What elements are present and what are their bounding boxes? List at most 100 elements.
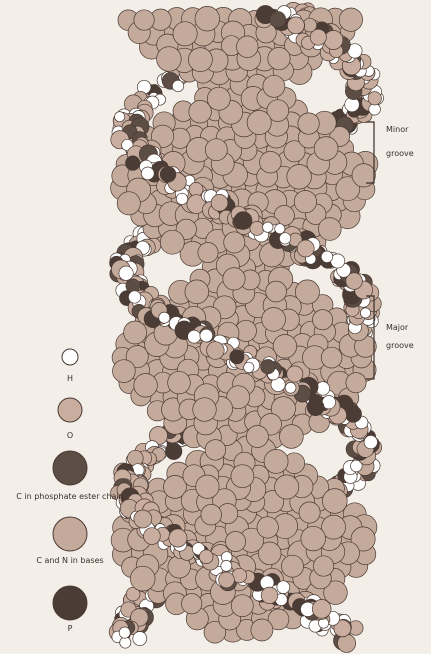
atom — [129, 565, 156, 592]
atom — [259, 151, 282, 174]
atom — [118, 265, 134, 281]
atom — [141, 166, 155, 181]
atom — [125, 345, 149, 369]
atom — [284, 382, 297, 394]
atom — [222, 267, 246, 291]
atom — [143, 527, 161, 545]
legend-h-circle — [61, 348, 79, 366]
atom — [279, 232, 292, 245]
atom — [226, 385, 251, 410]
atom — [223, 231, 246, 254]
atom — [168, 528, 188, 548]
atom — [281, 554, 304, 578]
atom — [123, 320, 147, 345]
atom — [198, 549, 214, 564]
atom — [197, 242, 219, 264]
atom — [165, 442, 183, 460]
atom — [206, 341, 225, 360]
legend-p-circle — [52, 585, 88, 621]
legend-c-chain-circle — [52, 450, 88, 486]
major-groove-bracket — [366, 295, 375, 380]
atom — [274, 474, 300, 500]
atom — [243, 361, 255, 373]
minor-groove-label-line2: groove — [386, 149, 414, 158]
atom — [296, 239, 315, 258]
atom — [188, 100, 212, 124]
atom — [204, 439, 227, 461]
atom — [204, 138, 228, 162]
atom — [318, 217, 342, 241]
atom — [167, 370, 191, 395]
atom — [351, 163, 376, 188]
atom — [250, 618, 274, 642]
atom — [203, 620, 227, 644]
atom — [274, 223, 286, 235]
atom — [323, 30, 344, 50]
atom — [181, 593, 203, 615]
atom — [320, 250, 334, 263]
atom — [345, 272, 363, 290]
atom — [312, 309, 334, 331]
atom — [350, 459, 363, 473]
atom — [256, 516, 279, 539]
atom — [225, 531, 247, 552]
atom — [249, 221, 265, 236]
minor-groove-label-line1: Minor — [386, 125, 409, 134]
atom — [333, 619, 352, 638]
atom — [114, 111, 126, 123]
atom — [262, 221, 274, 233]
legend-label-c-chain: C in phosphate ester chain — [16, 492, 124, 501]
atom — [229, 349, 245, 365]
atom — [194, 6, 220, 32]
atom — [267, 608, 290, 631]
atom — [360, 307, 371, 319]
legend-label-c-n-bases: C and N in bases — [36, 556, 104, 565]
atom — [350, 526, 376, 552]
atom — [300, 525, 326, 552]
atom — [199, 328, 214, 343]
major-groove-label-line2: groove — [386, 341, 414, 350]
atom — [188, 182, 204, 197]
atom — [172, 21, 198, 47]
atom — [195, 474, 220, 499]
atom — [269, 11, 287, 28]
atom — [220, 560, 233, 572]
atom — [320, 346, 343, 369]
atom — [133, 9, 155, 31]
atom — [363, 435, 378, 450]
atom — [262, 74, 286, 98]
atom — [184, 279, 210, 305]
atom — [265, 280, 287, 303]
atom — [260, 359, 276, 375]
atom — [321, 514, 346, 540]
atom — [171, 79, 185, 93]
atom — [313, 555, 335, 577]
atom — [132, 631, 148, 646]
atom — [188, 47, 213, 72]
atom — [236, 35, 259, 58]
atom — [156, 46, 182, 72]
major-groove-label-line1: Major — [386, 323, 409, 332]
atom — [273, 205, 295, 226]
atom — [112, 359, 136, 383]
atom — [158, 311, 171, 324]
legend — [52, 348, 88, 621]
atom — [125, 155, 141, 171]
atom — [279, 424, 304, 449]
atom — [159, 166, 177, 183]
atom — [116, 191, 141, 216]
atom — [266, 99, 290, 122]
atom — [283, 140, 306, 163]
atom — [230, 464, 255, 489]
atom — [218, 571, 235, 589]
legend-c-n-bases-circle — [52, 516, 88, 552]
dna-helix — [108, 2, 384, 653]
atom — [263, 449, 289, 474]
atom — [210, 194, 229, 212]
atom — [308, 393, 323, 408]
atom — [294, 279, 320, 305]
atom — [313, 136, 339, 161]
atom — [260, 586, 279, 605]
atom — [323, 580, 348, 605]
atom — [338, 7, 363, 32]
